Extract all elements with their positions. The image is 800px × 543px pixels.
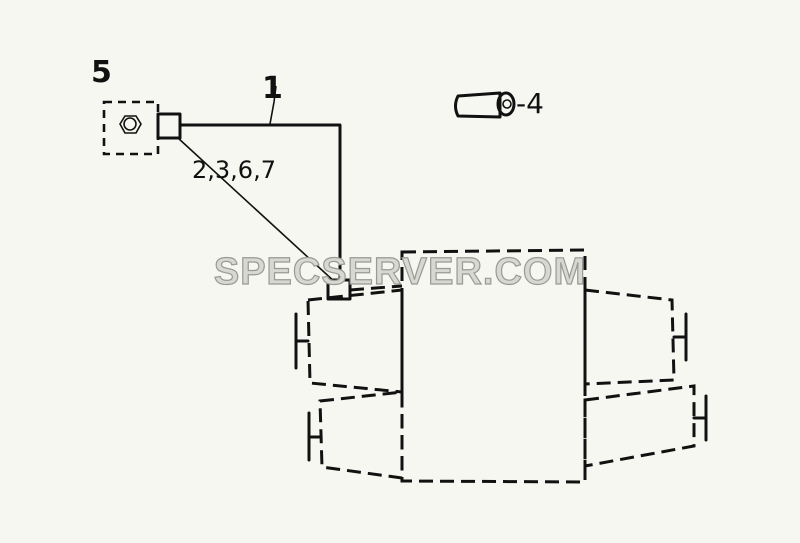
nut-bore-icon	[123, 117, 137, 131]
hose-leader-line	[269, 85, 277, 125]
lower-right-shaft	[583, 384, 696, 468]
callout-hose: 1	[262, 71, 283, 106]
callout-connector: -4	[516, 87, 544, 120]
connector-end	[496, 91, 516, 117]
main-housing	[294, 248, 708, 484]
valve-port-fitting	[156, 112, 182, 140]
callout-valve: 5	[91, 55, 112, 90]
hose-line	[178, 85, 342, 284]
connector-bore-icon	[502, 99, 512, 109]
callout-fittings: 2,3,6,7	[192, 156, 276, 184]
lower-left-shaft	[318, 390, 404, 480]
valve-dashed-outline	[102, 100, 160, 156]
upper-left-shaft	[306, 288, 404, 394]
connector-part	[454, 91, 516, 119]
housing-top-left-edge	[349, 284, 403, 292]
valve-assembly	[102, 100, 182, 156]
connector-body	[454, 91, 502, 119]
hose-pipe	[178, 123, 342, 284]
hex-nut-icon	[119, 115, 142, 134]
upper-right-shaft	[583, 288, 676, 386]
fittings-leader-line	[177, 137, 337, 284]
watermark-text: SPECSERVER.COM	[214, 251, 586, 293]
